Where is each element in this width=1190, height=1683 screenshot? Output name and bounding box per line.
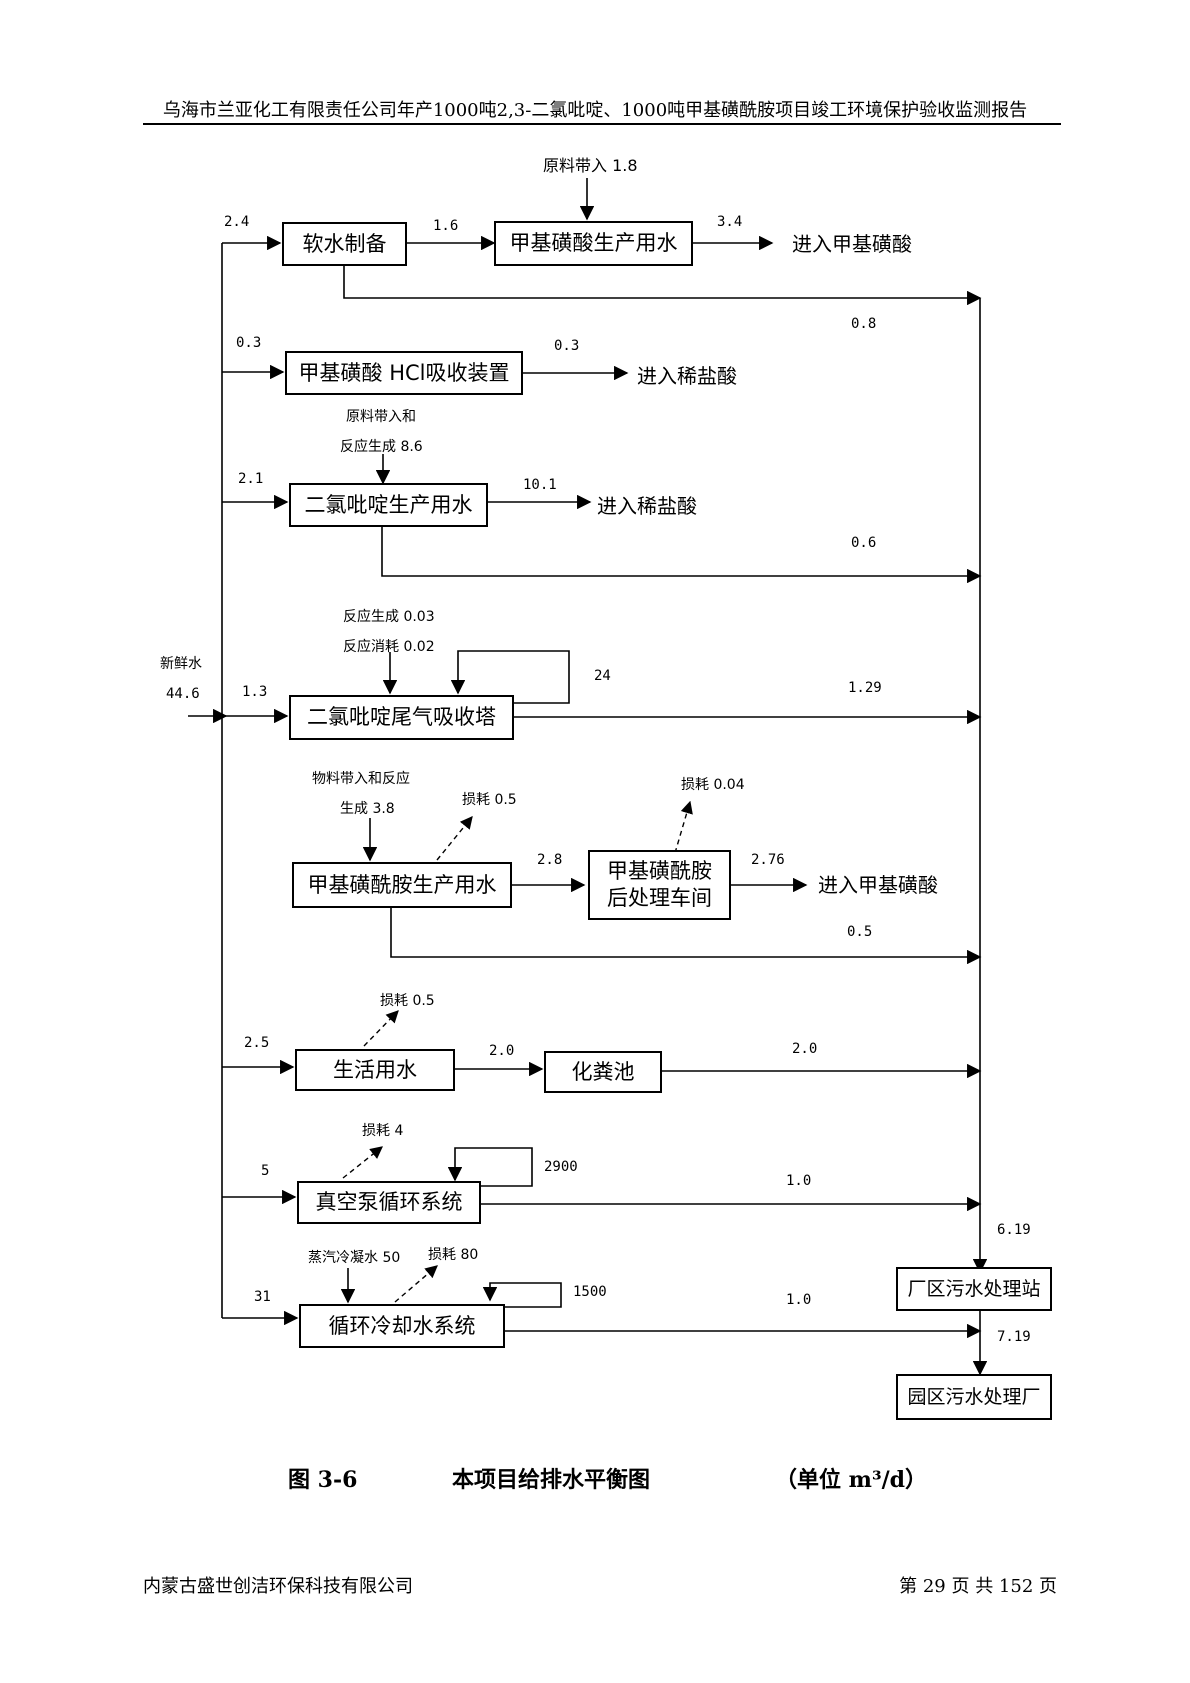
note-raw-in-msa: 原料带入 1.8 <box>543 156 638 175</box>
dcp-water-box: 二氯吡啶生产用水 <box>289 483 488 527</box>
park-wwtp-box: 园区污水处理厂 <box>896 1374 1052 1420</box>
flow-vac-recycle <box>447 1147 533 1187</box>
flow-label-soft-drain: 0.8 <box>851 316 877 332</box>
figure-unit: （单位 m³/d） <box>775 1467 927 1493</box>
flow-label-in-vac: 5 <box>261 1163 270 1179</box>
flow-label-msa-out: 3.4 <box>717 214 743 230</box>
loss-vac-arrow <box>342 1146 383 1179</box>
note-cool-loss: 损耗 80 <box>428 1247 479 1263</box>
note-tail-gen: 反应生成 0.03 <box>343 609 435 625</box>
note-tail-con: 反应消耗 0.02 <box>343 639 435 655</box>
output-to-hcl-2: 进入稀盐酸 <box>597 494 697 518</box>
note-dcp-raw-line1: 原料带入和 <box>346 409 416 425</box>
msam-water-box: 甲基磺酰胺生产用水 <box>292 862 512 908</box>
flow-label-msam-to-post: 2.8 <box>537 852 563 868</box>
output-to-msa-2: 进入甲基磺酸 <box>818 873 938 897</box>
figure-title: 本项目给排水平衡图 <box>452 1467 651 1493</box>
flow-label-in-soft: 2.4 <box>224 214 250 230</box>
flow-label-tail-drain: 1.29 <box>848 680 882 696</box>
output-to-hcl-1: 进入稀盐酸 <box>637 364 737 388</box>
loss-cool-arrow <box>394 1265 438 1303</box>
flow-label-cool-recycle: 1500 <box>573 1284 607 1300</box>
flow-label-msam-drain: 0.5 <box>847 924 873 940</box>
flow-label-in-hcl: 0.3 <box>236 335 262 351</box>
footer-company: 内蒙古盛世创洁环保科技有限公司 <box>143 1576 413 1597</box>
flow-label-dcp-drain: 0.6 <box>851 535 877 551</box>
flow-label-post-out: 2.76 <box>751 852 785 868</box>
flow-label-in-cool: 31 <box>254 1289 271 1305</box>
note-dcp-raw-line2: 反应生成 8.6 <box>340 439 423 455</box>
plant-wwtp-box: 厂区污水处理站 <box>896 1267 1052 1311</box>
flow-label-septic-drain: 2.0 <box>792 1041 818 1057</box>
flow-label-hcl-out: 0.3 <box>554 338 580 354</box>
vacuum-pump-box: 真空泵循环系统 <box>297 1181 481 1224</box>
note-msam-raw-line1: 物料带入和反应 <box>312 771 410 787</box>
flow-label-in-dcp: 2.1 <box>238 471 264 487</box>
figure-number: 图 3-6 <box>288 1467 358 1493</box>
soft-water-box: 软水制备 <box>282 222 407 266</box>
hcl-absorber-box: 甲基磺酸 HCl吸收装置 <box>285 351 523 395</box>
flow-dcp-drain <box>381 527 982 584</box>
loss-dom-arrow <box>363 1010 399 1047</box>
report-header-title: 乌海市兰亚化工有限责任公司年产1000吨2,3-二氯吡啶、1000吨甲基磺酰胺项… <box>162 100 1028 121</box>
loss-msam-arrow <box>436 816 473 861</box>
msa-water-box: 甲基磺酸生产用水 <box>494 221 693 266</box>
note-msam-loss: 损耗 0.5 <box>462 792 517 808</box>
flow-msam-drain <box>390 906 982 965</box>
loss-post-arrow <box>674 800 693 854</box>
header-divider <box>143 123 1061 125</box>
flow-label-soft-to-msa: 1.6 <box>433 218 459 234</box>
msam-post-box: 甲基磺酰胺 后处理车间 <box>588 850 731 920</box>
domestic-water-box: 生活用水 <box>295 1049 455 1091</box>
note-post-loss: 损耗 0.04 <box>681 777 745 793</box>
septic-tank-box: 化粪池 <box>544 1051 662 1093</box>
note-vac-loss: 损耗 4 <box>362 1123 404 1139</box>
flow-label-in-dom: 2.5 <box>244 1035 270 1051</box>
note-steam: 蒸汽冷凝水 50 <box>308 1250 401 1266</box>
flow-label-wwtp-in: 6.19 <box>997 1222 1031 1238</box>
flow-tail-recycle <box>450 650 570 704</box>
footer-page-number: 第 29 页 共 152 页 <box>899 1576 1057 1597</box>
flow-label-dom-to-septic: 2.0 <box>489 1043 515 1059</box>
fresh-water-label: 新鲜水 <box>160 656 202 672</box>
flow-label-vac-recycle: 2900 <box>544 1159 578 1175</box>
fresh-water-value: 44.6 <box>166 686 200 702</box>
note-dom-loss: 损耗 0.5 <box>380 993 435 1009</box>
flow-soft-drain <box>343 264 982 306</box>
flow-label-in-tail: 1.3 <box>242 684 268 700</box>
cooling-system-box: 循环冷却水系统 <box>299 1304 505 1348</box>
output-to-msa-1: 进入甲基磺酸 <box>792 232 912 256</box>
flow-label-dcp-out: 10.1 <box>523 477 557 493</box>
tail-gas-tower-box: 二氯吡啶尾气吸收塔 <box>289 695 514 740</box>
flow-label-cool-drain: 1.0 <box>786 1292 812 1308</box>
flow-label-park-in: 7.19 <box>997 1329 1031 1345</box>
flow-label-vac-drain: 1.0 <box>786 1173 812 1189</box>
flow-cool-recycle <box>482 1282 562 1308</box>
note-msam-raw-line2: 生成 3.8 <box>340 801 395 817</box>
flow-label-tail-recycle: 24 <box>594 668 611 684</box>
